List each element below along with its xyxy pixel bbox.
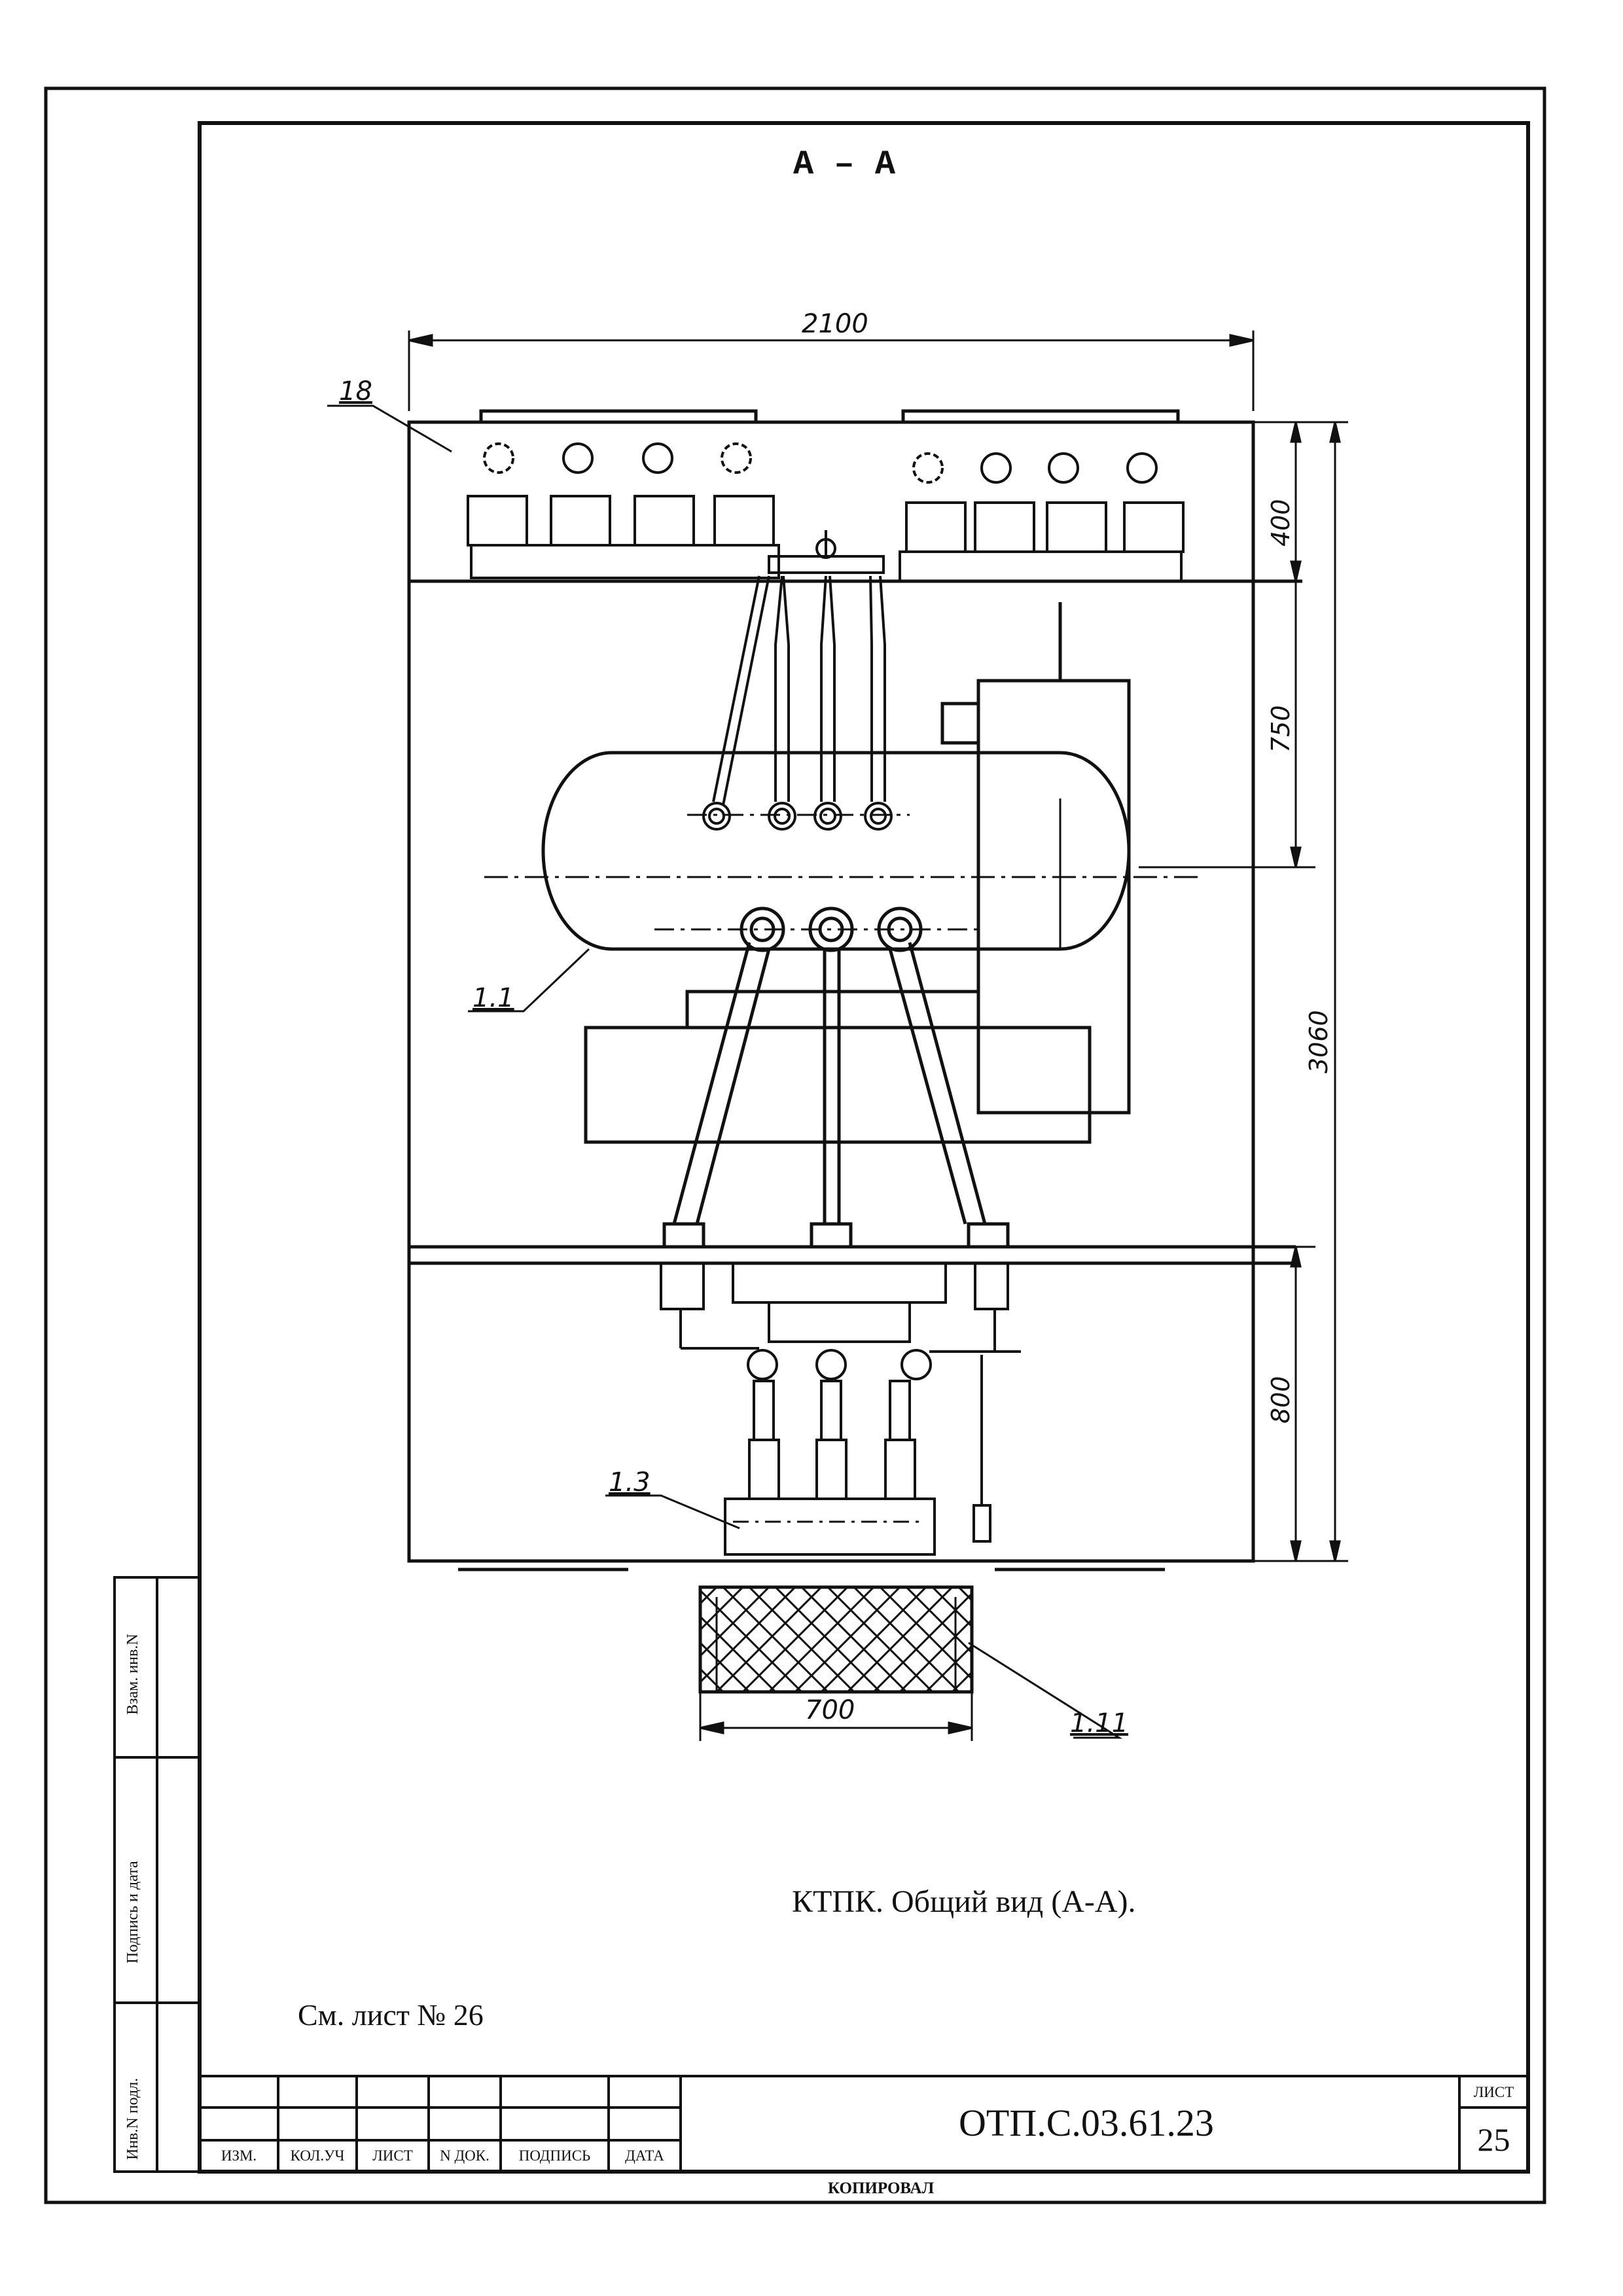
- title-block-col-sheet: ЛИСТ: [372, 2147, 413, 2164]
- sheet-number: 25: [1477, 2121, 1510, 2158]
- side-stamp: [113, 1576, 201, 2173]
- footer-copied: КОПИРОВАЛ: [828, 2179, 935, 2197]
- dimension-middle-section: 750: [1266, 705, 1295, 753]
- title-block-col-date: ДАТА: [625, 2147, 664, 2164]
- stamp-inventory-original: Инв.N подл.: [124, 2077, 141, 2160]
- see-sheet-note: См. лист № 26: [298, 1998, 484, 2032]
- title-block: [198, 2075, 1529, 2173]
- dimension-overall-height: 3060: [1304, 1010, 1333, 1073]
- dimension-overall-width: 2100: [802, 309, 868, 339]
- dimension-base-width: 700: [805, 1695, 855, 1725]
- transformer: [484, 602, 1204, 1144]
- stamp-inventory-replace: Взам. инв.N: [124, 1634, 141, 1715]
- outer-border: [44, 86, 1546, 2204]
- stamp-signature-date: Подпись и дата: [124, 1861, 141, 1964]
- drawing-frame: [198, 121, 1530, 2174]
- title-block-col-change: ИЗМ.: [221, 2147, 257, 2164]
- dimension-lines: [408, 331, 1348, 1741]
- dimension-top-section: 400: [1266, 499, 1295, 547]
- document-code: ОТП.С.03.61.23: [959, 2102, 1214, 2144]
- bottom-compartment: [660, 1262, 1021, 1556]
- lv-bushings: [702, 575, 893, 831]
- callout-1-3: 1.3: [609, 1467, 651, 1498]
- top-compartment-devices: [467, 442, 1185, 583]
- title-block-col-signature: ПОДПИСЬ: [518, 2147, 591, 2164]
- callout-18: 18: [339, 376, 372, 406]
- callout-1-11: 1.11: [1070, 1708, 1129, 1738]
- cabinet-outline: [407, 409, 1302, 1571]
- hv-bushings: [662, 906, 1010, 1249]
- callout-1-1: 1.1: [473, 983, 514, 1013]
- cable-pit: [698, 1585, 974, 1694]
- title-block-col-doc-number: N ДОК.: [440, 2147, 490, 2164]
- view-title: А – А: [793, 145, 896, 184]
- title-block-col-count: КОЛ.УЧ: [290, 2147, 345, 2164]
- leader-lines: [327, 404, 1123, 1739]
- dimension-bottom-section: 800: [1266, 1376, 1295, 1424]
- drawing-caption: КТПК. Общий вид (А-А).: [792, 1884, 1136, 1919]
- sheet-label: ЛИСТ: [1473, 2084, 1514, 2100]
